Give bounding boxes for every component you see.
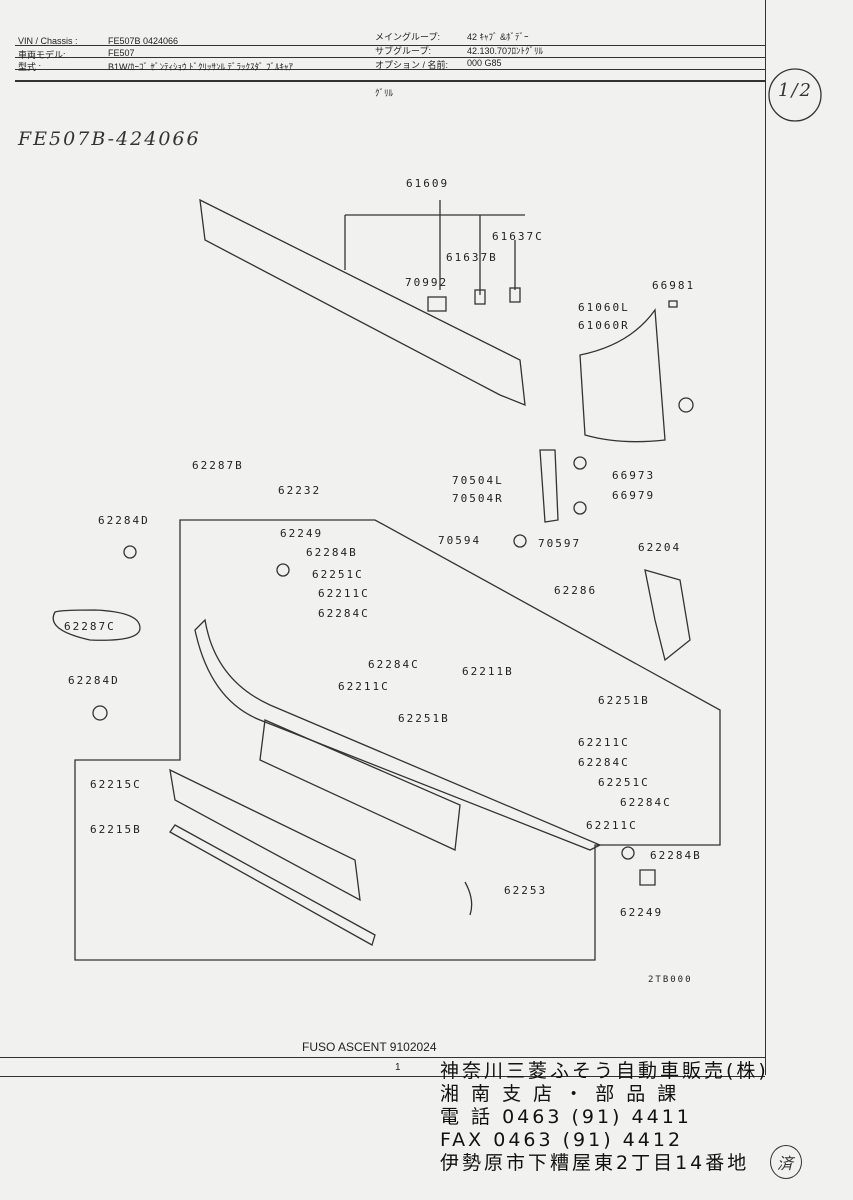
main-group-value: 42 ｷｬﾌﾞ &ﾎﾞﾃﾞｰ	[467, 32, 529, 42]
assembly-outline	[74, 519, 721, 961]
part-label: 61060L	[578, 301, 630, 314]
part-label: 62211B	[462, 665, 514, 678]
option-label: オプション / 名前:	[375, 60, 449, 70]
handwritten-chassis-note: FE507B-424066	[18, 128, 201, 150]
part-label: 70594	[438, 534, 482, 547]
part-label: 62286	[554, 584, 598, 597]
part-label: 62284C	[368, 658, 420, 671]
part-label: 62215B	[90, 823, 142, 836]
bracket-62204	[644, 569, 691, 662]
vin-value: FE507B 0424066	[108, 36, 179, 46]
divider	[15, 57, 765, 58]
part-label: 62251B	[598, 694, 650, 707]
part-label: 70504R	[452, 492, 504, 505]
dealer-phone: 電 話 0463 (91) 4411	[440, 1106, 692, 1128]
handwritten-page-mark: 1/2	[778, 80, 813, 101]
part-label: 66979	[612, 489, 656, 502]
part-label: 62251B	[398, 712, 450, 725]
model-value: FE507	[108, 48, 135, 58]
part-70992	[427, 296, 447, 312]
catalog-name: FUSO ASCENT 9102024	[302, 1040, 437, 1054]
part-label-circled: 62287C	[64, 620, 116, 633]
dealer-stamp: 神奈川三菱ふそう自動車販売(株) 湘 南 支 店 ・ 部 品 課 電 話 046…	[440, 1060, 769, 1175]
divider	[15, 45, 765, 46]
main-group-label: メイングループ:	[375, 32, 440, 42]
model-label: 車両モデル:	[18, 50, 66, 60]
part-label: 62284C	[578, 756, 630, 769]
part-label: 61060R	[578, 319, 630, 332]
sub-group-value: 42.130.70ﾌﾛﾝﾄｸﾞﾘﾙ	[467, 46, 544, 56]
part-66981	[668, 300, 678, 308]
divider	[15, 69, 765, 70]
handwritten-check-mark: 済	[770, 1145, 803, 1179]
vin-label: VIN / Chassis :	[18, 36, 78, 46]
part-label: 62284D	[98, 514, 150, 527]
divider	[0, 1057, 765, 1058]
divider	[15, 80, 765, 82]
part-label: 62284C	[620, 796, 672, 809]
leader-lines	[344, 200, 525, 295]
part-label: 62251C	[598, 776, 650, 789]
part-label: 62211C	[586, 819, 638, 832]
upper-panel	[199, 198, 526, 407]
part-label: 62284C	[318, 607, 370, 620]
part-label: 70597	[538, 537, 582, 550]
part-label: 70992	[405, 276, 449, 289]
part-label: 66981	[652, 279, 696, 292]
part-label: 62284D	[68, 674, 120, 687]
part-61637c	[509, 287, 521, 303]
part-label: 62211C	[578, 736, 630, 749]
sub-group-label: サブグループ:	[375, 46, 431, 56]
part-label: 70504L	[452, 474, 504, 487]
part-label: 62211C	[318, 587, 370, 600]
corner-panel-61060	[579, 308, 666, 443]
page-mark-circle	[768, 68, 822, 122]
part-label: 61637C	[492, 230, 544, 243]
part-label: 62284B	[306, 546, 358, 559]
part-label: 62287B	[192, 459, 244, 472]
divider	[0, 1076, 765, 1077]
part-label: 62249	[280, 527, 324, 540]
circled-62287c	[52, 609, 141, 641]
option-value: 000 G85	[467, 58, 502, 68]
part-label: 62211C	[338, 680, 390, 693]
part-label: 62249	[620, 906, 664, 919]
part-label: 61637B	[446, 251, 498, 264]
grille-panel	[259, 719, 461, 851]
dealer-address: 伊勢原市下糟屋東2丁目14番地	[440, 1152, 750, 1174]
part-label: 62232	[278, 484, 322, 497]
page-number: 1	[395, 1062, 401, 1073]
dealer-fax: FAX 0463 (91) 4412	[440, 1129, 684, 1151]
strip-62215b	[169, 824, 376, 946]
section-title: ｸﾞﾘﾙ	[375, 88, 394, 98]
panel-62215c	[169, 768, 361, 902]
part-label: 62215C	[90, 778, 142, 791]
bumper-62232	[194, 618, 602, 851]
part-label: 62284B	[650, 849, 702, 862]
diagram-code: 2TB000	[648, 975, 693, 985]
part-label: 62253	[504, 884, 548, 897]
dealer-branch: 湘 南 支 店 ・ 部 品 課	[440, 1083, 680, 1105]
frame-line	[765, 0, 766, 1075]
spec-value: B1W/ｶｰｺﾞ ｾﾞﾝﾃｨｼｮｳ ﾄﾞｸﾘｯｻﾝﾙ ﾃﾞﾗｯｸｽﾀﾞ ﾌﾞﾙｷ…	[108, 62, 294, 72]
part-label: 62204	[638, 541, 682, 554]
bracket-70504	[539, 449, 559, 523]
part-label: 61609	[406, 177, 450, 190]
dealer-name: 神奈川三菱ふそう自動車販売(株)	[440, 1060, 769, 1082]
part-61637b	[474, 289, 486, 305]
part-label: 66973	[612, 469, 656, 482]
spec-label: 型式 :	[18, 62, 42, 72]
part-label: 62251C	[312, 568, 364, 581]
